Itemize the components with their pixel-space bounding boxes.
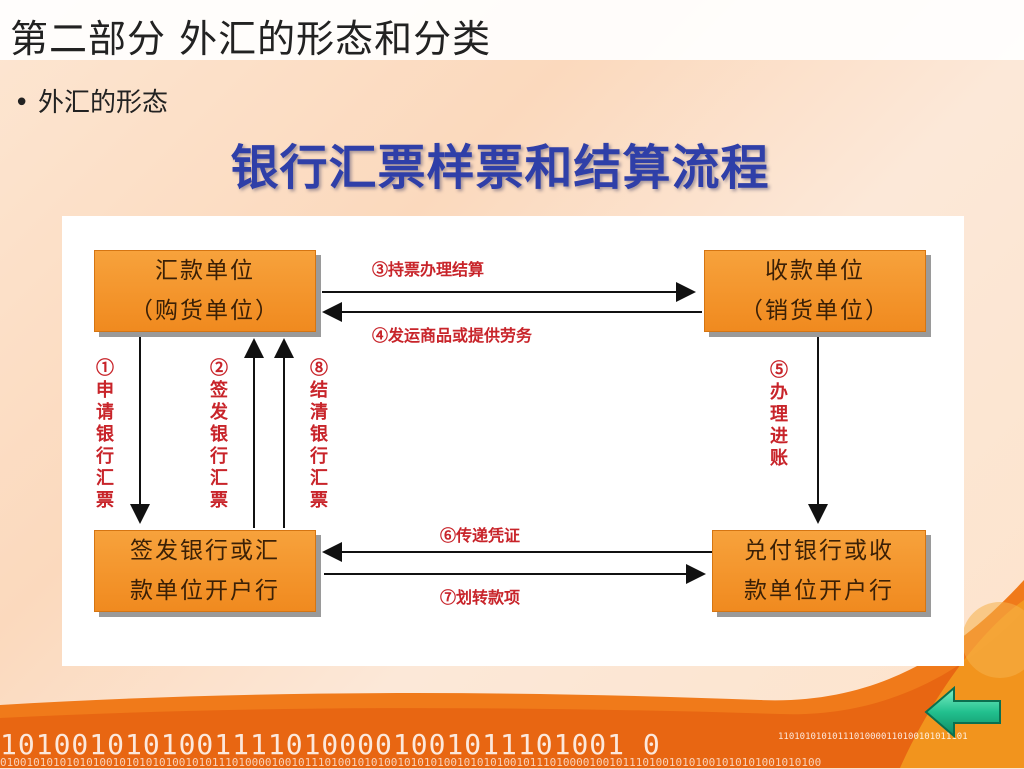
step-3-label: ③持票办理结算: [372, 260, 485, 279]
paying-bank-box: 兑付银行或收 款单位开户行: [712, 530, 926, 612]
issuing-bank-line1: 签发银行或汇: [130, 538, 280, 564]
remitter-line2: （购货单位）: [130, 298, 280, 324]
step-4-label: ④发运商品或提供劳务: [372, 326, 533, 345]
step-6-label: ⑥传递凭证: [440, 526, 521, 545]
issuing-bank-box: 签发银行或汇 款单位开户行: [94, 530, 316, 612]
remitter-line1: 汇款单位: [155, 258, 255, 284]
step-8-label: ⑧结清银行汇票: [310, 358, 328, 511]
binary-decoration-tiny: 0100101010101010010101010100101011101000…: [0, 756, 822, 769]
step-7-label: ⑦划转款项: [440, 588, 521, 607]
bullet-text: 外汇的形态: [38, 88, 169, 118]
title-bar: [0, 0, 1024, 60]
payee-box: 收款单位 （销货单位）: [704, 250, 926, 332]
flow-arrows: [130, 282, 828, 584]
paying-bank-line2: 款单位开户行: [744, 578, 894, 604]
step-2-label: ②签发银行汇票: [210, 358, 228, 511]
bullet-dot: •: [14, 88, 30, 118]
binary-decoration-small: 11010101010111010000110100101011101: [778, 732, 968, 742]
diagram-heading: 银行汇票样票和结算流程: [230, 140, 770, 196]
binary-decoration-large: 10100101010011110100001001011101001 0: [0, 728, 661, 761]
paying-bank-line1: 兑付银行或收: [744, 538, 894, 564]
issuing-bank-line2: 款单位开户行: [130, 578, 280, 604]
step-5-label: ⑤办理进账: [770, 360, 788, 469]
back-nav-button[interactable]: [924, 685, 1004, 739]
remitter-box: 汇款单位 （购货单位）: [94, 250, 316, 332]
payee-line2: （销货单位）: [740, 298, 890, 324]
left-arrow-icon: [924, 685, 1001, 739]
payee-line1: 收款单位: [765, 258, 865, 284]
bullet-item: • 外汇的形态: [14, 82, 168, 119]
slide-title: 第二部分 外汇的形态和分类: [10, 17, 492, 61]
settlement-flow-diagram: 汇款单位 （购货单位） 收款单位 （销货单位） 签发银行或汇 款单位开户行 兑付…: [62, 216, 964, 666]
step-1-label: ①申请银行汇票: [96, 358, 114, 511]
